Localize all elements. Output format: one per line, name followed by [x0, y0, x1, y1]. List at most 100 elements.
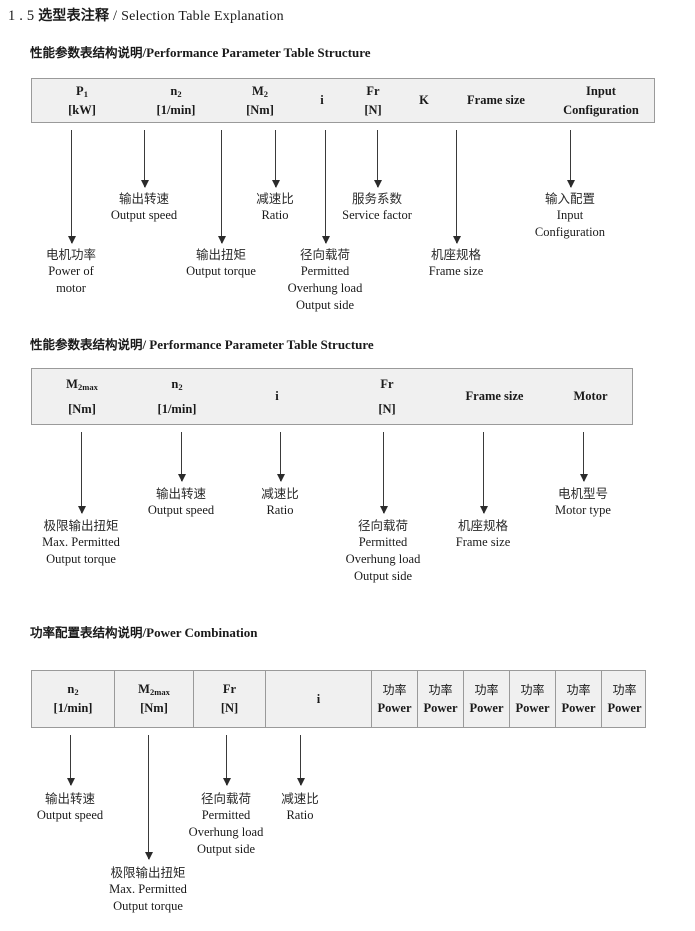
table1-col-n2-line2: [1/min] [156, 102, 196, 117]
table1-col-p1-line2: [kW] [68, 102, 96, 117]
section-heading-2-cn: 性能参数表结构说明 [30, 337, 143, 352]
table2-col-m2max-line1: M2max [66, 376, 98, 392]
power-combination-table: n2 [1/min] M2max [Nm] Fr [N] i 功率 Power … [31, 670, 646, 728]
section-heading-3-cn: 功率配置表结构说明 [30, 625, 143, 640]
annotation-frame-size-2: 机座规格 Frame size [456, 517, 511, 551]
performance-parameter-table-2: M2max [Nm] n2 [1/min] i Fr [N] Frame siz… [31, 368, 633, 425]
table2-col-motor-line1: Motor [573, 389, 608, 404]
annotation-frame-size-en-1: Frame size [428, 264, 484, 278]
arrow-ratio-3 [296, 735, 305, 786]
table3-col-power-6: 功率 Power [601, 671, 647, 727]
table3-col-power-4-line2: Power [515, 700, 550, 715]
annotation-overhung-load-2-en-2: Overhung load [345, 552, 421, 566]
annotation-output-speed-2-cn: 输出转速 [155, 486, 206, 501]
annotation-frame-size-cn: 机座规格 [430, 247, 481, 262]
table2-col-n2: n2 [1/min] [132, 369, 222, 424]
table3-col-power-3-line1: 功率 [474, 682, 499, 697]
table3-col-fr-line1: Fr [222, 682, 237, 697]
annotation-output-torque: 输出扭矩 Output torque [186, 246, 256, 280]
table1-col-input-configuration: Input Configuration [546, 79, 656, 122]
annotation-output-speed-2-en-1: Output speed [147, 503, 215, 517]
annotation-motor-type-2-cn: 电机型号 [557, 486, 608, 501]
arrow-overhung-load-2 [379, 432, 388, 514]
table3-col-n2-line2: [1/min] [53, 701, 93, 715]
table3-col-power-5-line1: 功率 [566, 682, 591, 697]
annotation-output-speed-cn: 输出转速 [118, 191, 169, 206]
annotation-overhung-load-en-1: Permitted [300, 264, 350, 278]
arrow-motor-type-2 [579, 432, 588, 482]
annotation-ratio-cn: 减速比 [256, 191, 294, 206]
table3-col-i-line1: i [316, 691, 321, 706]
section-heading-3-en: Power Combination [146, 625, 258, 640]
table3-col-power-2: 功率 Power [417, 671, 463, 727]
table1-col-frame-size: Frame size [446, 79, 546, 122]
annotation-overhung-load-2-en-3: Output side [354, 569, 412, 583]
performance-parameter-table-1: P1 [kW] n2 [1/min] M2 [Nm] i Fr [N] K Fr… [31, 78, 655, 123]
table2-col-fr: Fr [N] [332, 369, 442, 424]
section-heading-3: 功率配置表结构说明/Power Combination [30, 622, 258, 641]
arrow-output-speed-3 [66, 735, 75, 786]
table3-col-power-3: 功率 Power [463, 671, 509, 727]
annotation-frame-size: 机座规格 Frame size [429, 246, 484, 280]
annotation-ratio-3: 减速比 Ratio [281, 790, 319, 824]
table3-col-m2max-line2: [Nm] [140, 701, 168, 715]
annotation-ratio: 减速比 Ratio [256, 190, 294, 224]
table3-col-power-5: 功率 Power [555, 671, 601, 727]
arrow-power-of-motor [67, 130, 76, 244]
table2-col-fr-line1: Fr [380, 376, 394, 391]
table1-col-m2-line2: [Nm] [246, 102, 274, 117]
annotation-overhung-load: 径向载荷 Permitted Overhung load Output side [288, 246, 363, 314]
section-heading-3-sep: / [142, 625, 147, 640]
annotation-max-output-torque-3-cn: 极限输出扭矩 [110, 865, 186, 880]
section-heading-1: 性能参数表结构说明/Performance Parameter Table St… [30, 42, 371, 61]
table3-col-power-6-line1: 功率 [612, 682, 637, 697]
table3-col-n2-line1: n2 [67, 682, 79, 698]
annotation-overhung-load-en-3: Output side [296, 298, 354, 312]
annotation-overhung-load-3-cn: 径向载荷 [200, 791, 252, 806]
table2-col-motor: Motor [547, 369, 634, 424]
arrow-ratio-2 [276, 432, 285, 482]
table3-col-power-1-line1: 功率 [382, 682, 407, 697]
table2-col-n2-line1: n2 [171, 376, 183, 392]
annotation-overhung-load-3-en-2: Overhung load [188, 825, 264, 839]
table1-col-input-configuration-line2: Configuration [563, 102, 639, 117]
annotation-overhung-load-3: 径向载荷 Permitted Overhung load Output side [189, 790, 264, 858]
table1-col-m2-line1: M2 [251, 83, 269, 99]
annotation-ratio-2-cn: 减速比 [261, 486, 299, 501]
annotation-service-factor: 服务系数 Service factor [342, 190, 412, 224]
arrow-output-speed [140, 130, 149, 188]
annotation-output-torque-en-1: Output torque [186, 264, 256, 278]
annotation-output-torque-cn: 输出扭矩 [195, 247, 247, 262]
table3-col-power-4: 功率 Power [509, 671, 555, 727]
table1-col-n2-line1: n2 [170, 83, 182, 99]
table1-col-p1: P1 [kW] [32, 79, 132, 122]
section-heading-2: 性能参数表结构说明/ Performance Parameter Table S… [30, 334, 374, 353]
table3-col-m2max: M2max [Nm] [114, 671, 193, 727]
annotation-ratio-en-1: Ratio [261, 208, 289, 222]
annotation-input-configuration-cn: 输入配置 [544, 191, 596, 206]
table2-col-fr-line2: [N] [378, 401, 396, 416]
table2-col-m2max: M2max [Nm] [32, 369, 132, 424]
table3-col-power-1-line2: Power [377, 700, 412, 715]
section-heading-1-sep: / [142, 45, 147, 60]
table1-col-i-line1: i [320, 93, 324, 108]
annotation-power-of-motor: 电机功率 Power of motor [46, 246, 96, 297]
annotation-ratio-3-en-1: Ratio [286, 808, 314, 822]
arrow-overhung-load [321, 130, 330, 244]
annotation-max-output-torque-2-en-1: Max. Permitted [42, 535, 120, 549]
annotation-motor-type-2: 电机型号 Motor type [555, 485, 611, 519]
table3-col-power-4-line1: 功率 [520, 682, 545, 697]
annotation-overhung-load-3-en-1: Permitted [201, 808, 251, 822]
annotation-max-output-torque-2: 极限输出扭矩 Max. Permitted Output torque [42, 517, 120, 568]
table3-col-power-2-line2: Power [423, 700, 458, 715]
table3-col-i: i [265, 671, 371, 727]
table1-col-fr: Fr [N] [344, 79, 402, 122]
table1-col-i: i [300, 79, 344, 122]
annotation-input-configuration-en-1: Input [556, 208, 584, 222]
table1-col-k: K [402, 79, 446, 122]
table1-col-n2: n2 [1/min] [132, 79, 220, 122]
annotation-input-configuration: 输入配置 Input Configuration [535, 190, 605, 241]
arrow-input-configuration [566, 130, 575, 188]
section-number: 1 . 5 [8, 8, 35, 24]
table1-col-fr-line2: [N] [364, 102, 382, 117]
